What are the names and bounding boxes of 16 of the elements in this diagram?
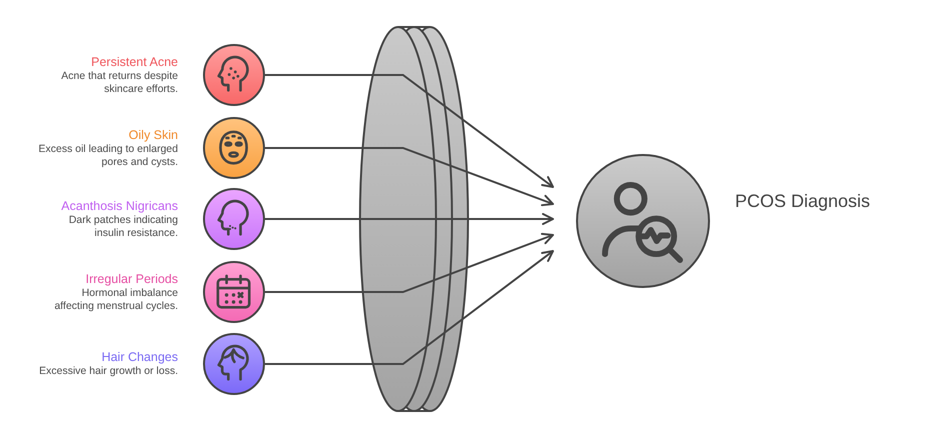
arrow: [265, 232, 554, 293]
symptom-description: Excess oil leading to enlarged pores and cysts.: [37, 142, 178, 168]
arrow: [265, 250, 554, 365]
symptom-title: Persistent Acne: [90, 54, 178, 70]
symptom-description: Hormonal imbalance affecting menstrual cycles.: [53, 286, 178, 312]
symptom-title: Oily Skin: [128, 128, 178, 142]
arrow: [265, 213, 554, 225]
arrow: [265, 147, 554, 206]
symptom-title: Acanthosis Nigricans: [60, 198, 178, 214]
symptom-description: Dark patches indicating insulin resistance.: [68, 214, 178, 240]
symptom-description: Excessive hair growth or loss.: [38, 365, 178, 378]
symptom-title: Irregular Periods: [84, 272, 178, 286]
symptom-title: Hair Changes: [100, 350, 178, 365]
symptom-description: Acne that returns despite skincare efforts.: [60, 70, 178, 96]
arrow: [265, 74, 554, 188]
result-title: PCOS Diagnosis: [735, 190, 872, 212]
